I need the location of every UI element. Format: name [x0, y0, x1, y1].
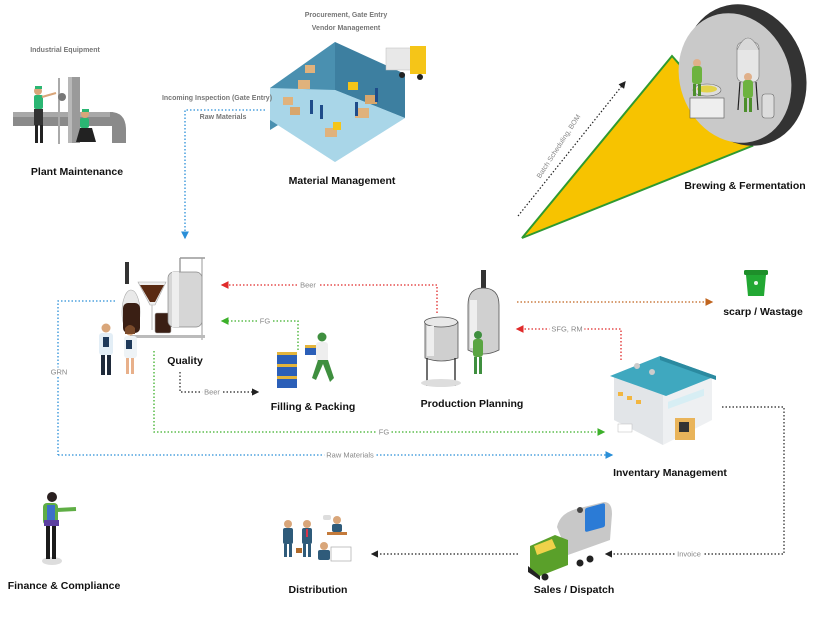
flow-beer-to-quality	[220, 281, 438, 313]
flow-label-fg-to-quality: FG	[257, 316, 273, 326]
production-planning-icon	[421, 270, 500, 387]
finance-compliance-title[interactable]: Finance & Compliance	[7, 580, 121, 592]
plant-maintenance-icon	[13, 77, 126, 144]
flow-raw-materials-to-quality	[181, 109, 265, 240]
distribution-title[interactable]: Distribution	[288, 584, 348, 596]
flow-grn	[57, 300, 115, 455]
filling-packing-title[interactable]: Filling & Packing	[270, 401, 356, 413]
flow-label-sfg-rm: SFG, RM	[549, 324, 585, 334]
flow-label-beer-to-quality: Beer	[298, 280, 318, 290]
flow-label-fg-to-inventory: FG	[376, 427, 392, 437]
flow-label-raw-materials-top: Raw Materials	[199, 114, 247, 121]
material-management-sublabel-vendor: Vendor Management	[311, 25, 381, 32]
flow-fg-to-quality	[220, 317, 299, 350]
plant-maintenance-title[interactable]: Plant Maintenance	[30, 166, 124, 178]
quality-title[interactable]: Quality	[167, 355, 203, 367]
scrap-wastage-title[interactable]: scarp / Wastage	[723, 306, 803, 318]
sales-dispatch-title[interactable]: Sales / Dispatch	[533, 584, 615, 596]
flow-sfg-rm-to-production	[515, 325, 622, 360]
inventory-management-title[interactable]: Inventary Management	[613, 467, 727, 479]
quality-icon	[99, 257, 205, 375]
finance-person-icon	[42, 492, 77, 565]
trash-bin-icon	[744, 270, 768, 296]
brewing-magnifier-icon	[521, 4, 807, 239]
flow-fg-to-inventory	[153, 351, 606, 436]
sales-truck-icon	[528, 502, 612, 581]
inventory-warehouse-icon	[610, 356, 716, 445]
flow-label-grn: GRN	[48, 367, 70, 377]
production-planning-title[interactable]: Production Planning	[420, 398, 524, 410]
distribution-team-icon	[283, 515, 352, 562]
flow-label-beer-to-filling: Beer	[202, 387, 222, 397]
material-management-title[interactable]: Material Management	[288, 175, 396, 187]
filling-packing-icon	[277, 332, 334, 388]
material-management-icon	[270, 42, 426, 162]
flow-label-raw-materials-bottom: Raw Materials	[324, 450, 376, 460]
brewing-fermentation-title[interactable]: Brewing & Fermentation	[684, 180, 806, 192]
flow-label-incoming-inspection: Incoming Inspection (Gate Entry)	[161, 95, 273, 102]
material-management-sublabel-procurement: Procurement, Gate Entry	[304, 12, 388, 19]
flow-batch-scheduling	[517, 81, 626, 217]
plant-maintenance-sublabel: Industrial Equipment	[30, 47, 100, 54]
flow-label-invoice: Invoice	[675, 549, 703, 559]
